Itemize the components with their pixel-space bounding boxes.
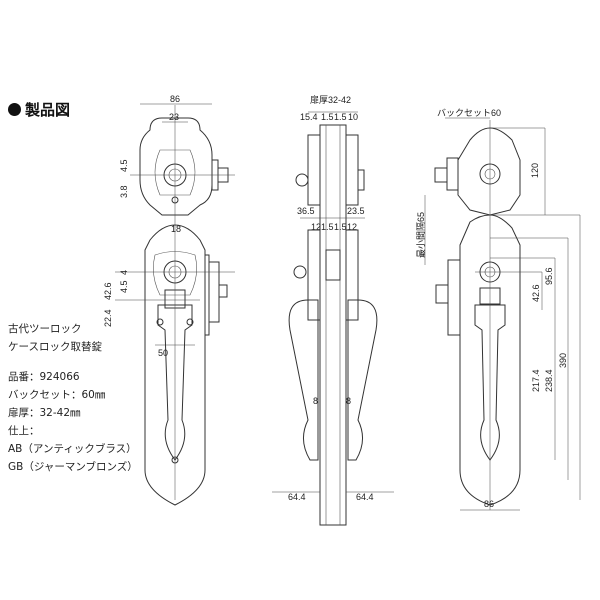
back-view: バックセット60 120 最小間隔65 95.6 42.6 217.4 238.… xyxy=(416,108,581,511)
dim-36.5: 36.5 xyxy=(297,206,315,216)
finish-gb: GB（ジャーマンブロンズ） xyxy=(8,461,138,473)
dim-217.4: 217.4 xyxy=(531,369,541,392)
right-lever-profile xyxy=(347,299,378,461)
dim-50: 50 xyxy=(158,348,168,358)
backset-spec: バックセット：60㎜ xyxy=(8,389,106,401)
finish-ab: AB（アンティックブラス） xyxy=(8,443,137,455)
dim-238.4: 238.4 xyxy=(544,369,554,392)
dim-min-gap: 最小間隔65 xyxy=(416,212,426,258)
dim-width: 86 xyxy=(170,94,180,104)
lower-escutcheon-back xyxy=(459,214,521,506)
dim-18: 18 xyxy=(171,224,181,234)
dim-3.8: 3.8 xyxy=(119,185,129,198)
product-line: 古代ツーロック xyxy=(8,323,82,335)
dim-cyl-width: 23 xyxy=(169,112,179,122)
door-thickness-spec: 扉厚：32-42㎜ xyxy=(8,407,81,419)
dim-12: 12 xyxy=(347,222,357,232)
left-lever-profile xyxy=(288,299,319,461)
dim-42.6: 42.6 xyxy=(103,282,113,300)
dim-1.5: 1.5 xyxy=(334,112,347,122)
upper-escutcheon-back xyxy=(457,127,521,216)
title-text: 製品図 xyxy=(25,101,71,119)
dim-8-left: 8 xyxy=(313,396,318,406)
product-type: ケースロック取替錠 xyxy=(8,341,102,353)
upper-escutcheon xyxy=(139,117,213,216)
dim-1.5: 1.5 xyxy=(321,112,334,122)
dim-23.5: 23.5 xyxy=(347,206,365,216)
dim-width-back: 86 xyxy=(484,499,494,509)
dim-lever-right: 64.4 xyxy=(356,492,374,502)
dim-lever-left: 64.4 xyxy=(288,492,306,502)
dim-12: 12 xyxy=(311,222,321,232)
dim-390: 390 xyxy=(558,353,568,368)
lower-escutcheon xyxy=(144,224,206,506)
dim-backset: バックセット60 xyxy=(437,108,501,118)
section-title: 製品図 xyxy=(8,99,70,120)
part-number: 品番：924066 xyxy=(8,371,80,383)
dim-10: 10 xyxy=(348,112,358,122)
dim-8-right: 8 xyxy=(346,396,351,406)
dim-95.6: 95.6 xyxy=(544,267,554,285)
dim-120: 120 xyxy=(530,163,540,178)
door-section xyxy=(319,124,347,526)
side-view: 扉厚32-42 15.4 1.5 1.5 10 36.5 23.5 12 1.5… xyxy=(272,94,394,526)
finish-label: 仕上： xyxy=(8,425,40,437)
dim-4: 4 xyxy=(119,270,129,275)
dim-1.5: 1.5 xyxy=(334,222,347,232)
dim-1.5: 1.5 xyxy=(321,222,334,232)
dim-door-thickness: 扉厚32-42 xyxy=(310,94,351,105)
dim-22.4: 22.4 xyxy=(103,309,113,327)
dim-42.6: 42.6 xyxy=(531,284,541,302)
dim-4.5-upper: 4.5 xyxy=(119,159,129,172)
dim-15.4: 15.4 xyxy=(300,112,318,122)
bullet-icon xyxy=(8,103,21,116)
dim-4.5-lower: 4.5 xyxy=(119,280,129,293)
front-view: 86 23 3.8 4.5 18 4 4.5 42.6 22.4 50 xyxy=(103,94,235,506)
spec-block: 古代ツーロック ケースロック取替錠 品番：924066 バックセット：60㎜ 扉… xyxy=(8,320,138,476)
